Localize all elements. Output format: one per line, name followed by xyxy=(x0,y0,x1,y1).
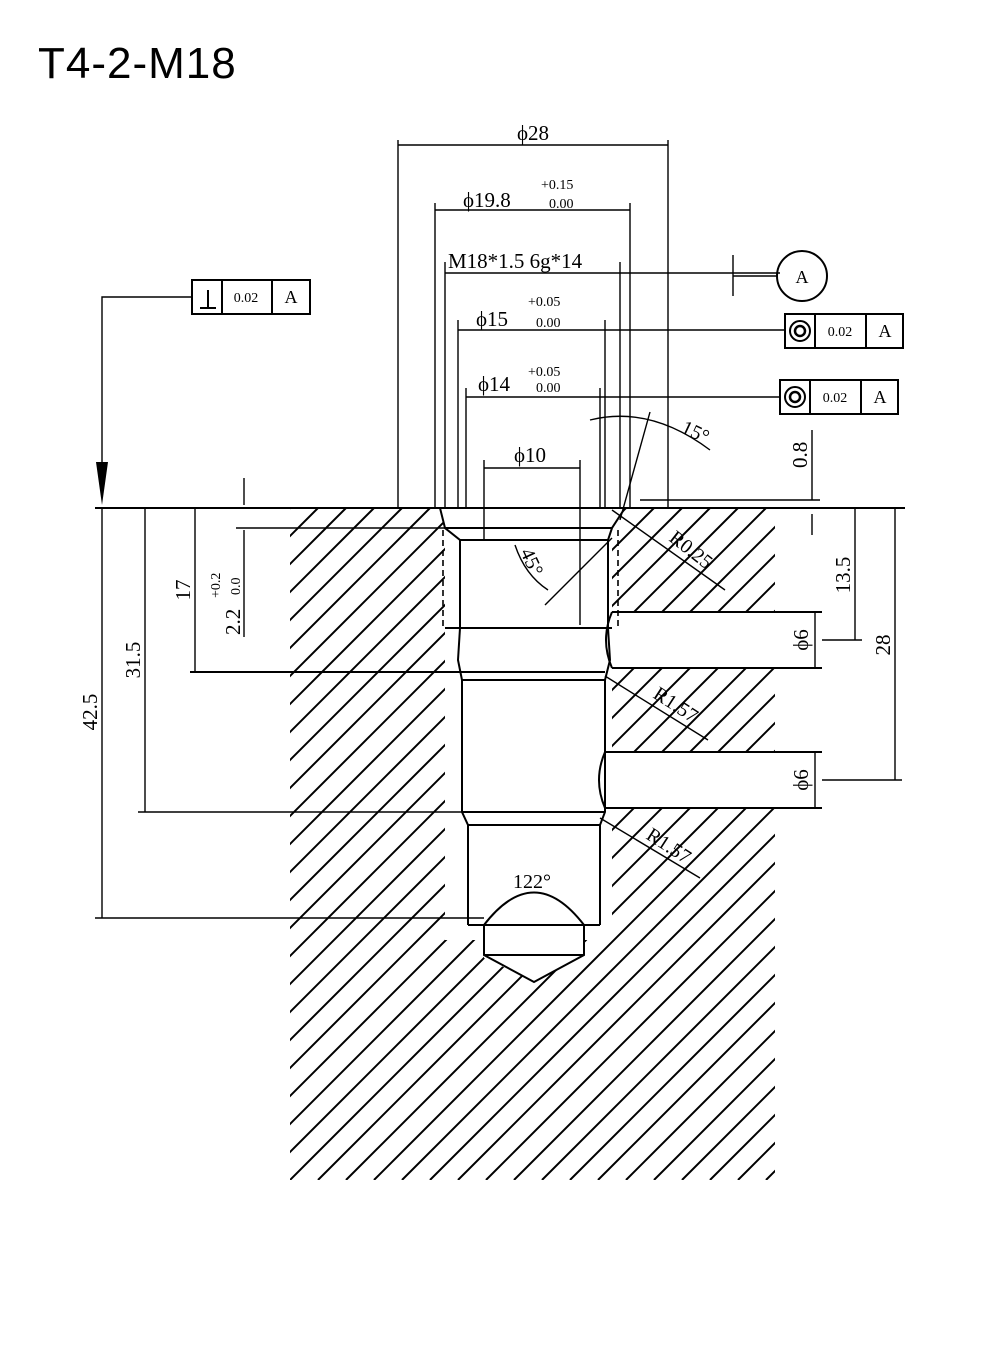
hatch-line xyxy=(373,508,775,1180)
dim-angle-122: 122° xyxy=(513,871,551,893)
dim-d28: ϕ28 xyxy=(517,121,549,145)
dim-d14: ϕ14 xyxy=(478,372,511,396)
drawing-title: T4-2-M18 xyxy=(38,39,237,88)
dim-depth-28: 28 xyxy=(871,635,895,656)
bore-outline xyxy=(190,507,626,984)
hatch-line xyxy=(794,508,1000,1180)
hatch-line xyxy=(822,508,1000,1180)
hatch-line xyxy=(290,508,403,1180)
cavity-mask xyxy=(442,508,825,981)
dim-depth-42-5: 42.5 xyxy=(78,694,102,731)
hatch-line xyxy=(625,508,775,1180)
fcf-perpendicularity-datum: A xyxy=(285,287,298,307)
dim-d19-8-tol-lower: 0.00 xyxy=(549,197,574,212)
hatch-line xyxy=(317,508,775,1180)
dim-d19-8: ϕ19.8 xyxy=(463,188,511,212)
vertical-dimensions-left xyxy=(95,478,484,919)
angle-15-marker: 15° xyxy=(589,411,713,521)
dim-d15-tol-upper: +0.05 xyxy=(528,295,560,310)
fcf-concentricity-2: 0.02 A xyxy=(779,379,899,415)
hatch-line xyxy=(541,508,775,1180)
dim-d15-tol-lower: 0.00 xyxy=(536,316,561,331)
hatch-line xyxy=(290,508,543,1180)
dim-d14-tol-lower: 0.00 xyxy=(536,381,561,396)
hatch-line xyxy=(653,508,775,1180)
hatch-line xyxy=(429,508,775,1180)
dim-thread: M18*1.5 6g*14 xyxy=(448,249,583,273)
fcf-concentricity-1-datum: A xyxy=(879,321,892,341)
dim-radius-1-57-upper: R1.57 xyxy=(649,683,702,728)
hatch-line xyxy=(485,508,775,1180)
ports xyxy=(598,611,822,809)
fcf-concentricity-1: 0.02 A xyxy=(784,313,904,349)
dim-d15: ϕ15 xyxy=(476,307,508,331)
fcf-perpendicularity: 0.02 A xyxy=(96,279,311,505)
dim-depth-31-5: 31.5 xyxy=(121,642,145,679)
dim-depth-13-5: 13.5 xyxy=(831,557,855,594)
dim-port-d6-lower: ϕ6 xyxy=(789,769,813,791)
horizontal-dimensions xyxy=(397,140,785,625)
depth-0-8-marker: 0.8 xyxy=(640,430,820,535)
datum-a-label: A xyxy=(796,267,809,287)
radius-1-57-markers xyxy=(599,675,709,879)
hatch-line xyxy=(290,508,319,1180)
hatch-line xyxy=(290,508,739,1180)
dim-radius-0-25: R0.25 xyxy=(665,527,717,574)
hatch-line xyxy=(737,508,775,1180)
concentricity-icon xyxy=(784,386,806,408)
dim-depth-17: 17 xyxy=(171,580,195,601)
hatch-line xyxy=(569,508,775,1180)
hatch-line xyxy=(290,508,487,1180)
concentricity-icon xyxy=(789,320,811,342)
hatch-line xyxy=(290,508,431,1180)
dim-d10: ϕ10 xyxy=(514,443,546,467)
perpendicularity-icon xyxy=(200,290,216,309)
hatch-line xyxy=(401,508,775,1180)
dim-depth-2-2-tol-upper: +0.2 xyxy=(209,573,224,598)
fcf-concentricity-2-datum: A xyxy=(874,387,887,407)
hatch-line xyxy=(597,508,775,1180)
dim-port-d6-upper: ϕ6 xyxy=(789,629,813,651)
hatch-line xyxy=(765,508,775,1180)
hatch-line xyxy=(290,508,515,1180)
hatch-line xyxy=(513,508,775,1180)
dim-d14-tol-upper: +0.05 xyxy=(528,365,560,380)
dim-depth-0-8: 0.8 xyxy=(788,442,812,468)
hatch-line xyxy=(290,508,347,1180)
dim-depth-2-2-tol-lower: 0.0 xyxy=(229,578,244,596)
fcf-concentricity-1-value: 0.02 xyxy=(828,325,853,340)
dim-d19-8-tol-upper: +0.15 xyxy=(541,178,573,193)
fcf-concentricity-2-value: 0.02 xyxy=(823,391,848,406)
hatch-line xyxy=(345,508,775,1180)
datum-a-symbol: A xyxy=(732,250,828,302)
hatch-line xyxy=(681,508,775,1180)
hatch-line xyxy=(457,508,775,1180)
hatch-line xyxy=(290,508,775,1180)
hatch-line xyxy=(290,508,459,1180)
dim-angle-15: 15° xyxy=(678,417,713,449)
vertical-dimensions-right xyxy=(814,508,902,808)
fcf-perpendicularity-value: 0.02 xyxy=(234,291,259,306)
dim-depth-2-2: 2.2 xyxy=(221,609,245,635)
